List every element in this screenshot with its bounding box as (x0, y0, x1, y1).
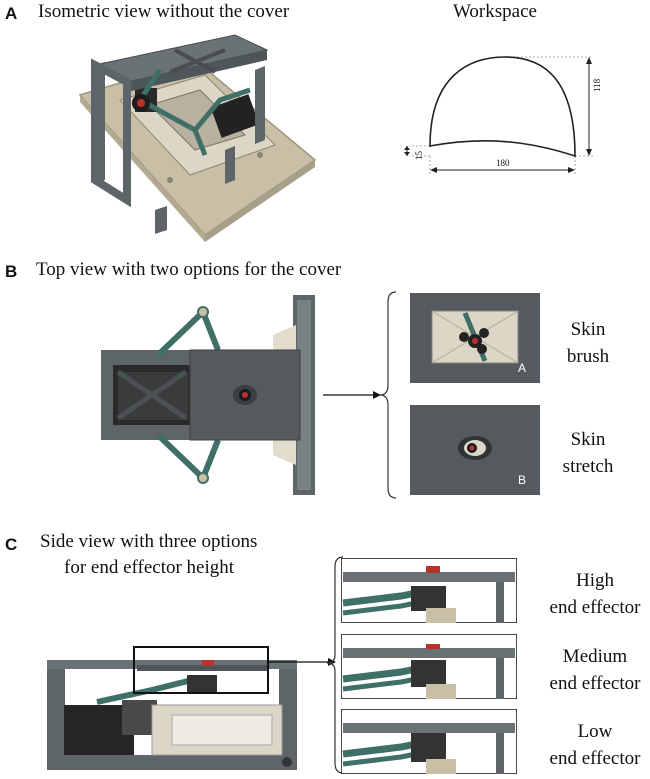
option-label-line1: Skin (570, 429, 606, 450)
side-view-device-image (47, 660, 297, 770)
end-effector-low-image (341, 709, 517, 774)
panel-b-bracket (379, 291, 397, 499)
side-view-highlight-box (133, 646, 269, 694)
option-label-line2: end effector (549, 597, 641, 618)
workspace-title: Workspace (453, 1, 537, 22)
end-effector-medium-label: Medium end effector (540, 643, 650, 697)
isometric-device-image (78, 34, 317, 242)
workspace-height-dimension: 118 (592, 78, 602, 92)
panel-a-label: A (5, 4, 18, 23)
option-label-line1: High (576, 570, 614, 591)
end-effector-medium-image (341, 634, 517, 699)
workspace-width-dimension: 180 (496, 158, 510, 168)
workspace-diagram (404, 56, 593, 175)
option-label-line1: Skin (570, 319, 606, 340)
cover-option-skin-stretch-label: Skin stretch (548, 426, 628, 480)
panel-b-label: B (5, 262, 18, 281)
panel-b-title: Top view with two options for the cover (36, 259, 342, 280)
panel-b-arrow (323, 391, 381, 399)
option-label-line1: Low (577, 721, 613, 742)
end-effector-high-label: High end effector (540, 567, 650, 621)
panel-c-title-line1: Side view with three options (40, 531, 258, 552)
panel-c-title-line2: for end effector height (64, 557, 235, 578)
option-label-line1: Medium (562, 646, 628, 667)
cover-option-skin-brush-label: Skin brush (548, 316, 628, 370)
cover-option-a-tag: A (518, 361, 527, 375)
workspace-offset-dimension: 15 (414, 151, 424, 160)
cover-option-b-tag: B (518, 473, 527, 487)
option-label-line2: brush (566, 346, 610, 367)
cover-option-skin-brush-image (410, 293, 540, 383)
panel-c-label: C (5, 535, 18, 554)
cover-option-skin-stretch-image (410, 405, 540, 495)
top-view-device-image (101, 295, 315, 495)
end-effector-low-label: Low end effector (540, 718, 650, 772)
option-label-line2: end effector (549, 673, 641, 694)
end-effector-high-image (341, 558, 517, 623)
option-label-line2: end effector (549, 748, 641, 769)
panel-c-bracket (326, 556, 344, 774)
option-label-line2: stretch (562, 456, 614, 477)
panel-a-title: Isometric view without the cover (38, 1, 290, 22)
